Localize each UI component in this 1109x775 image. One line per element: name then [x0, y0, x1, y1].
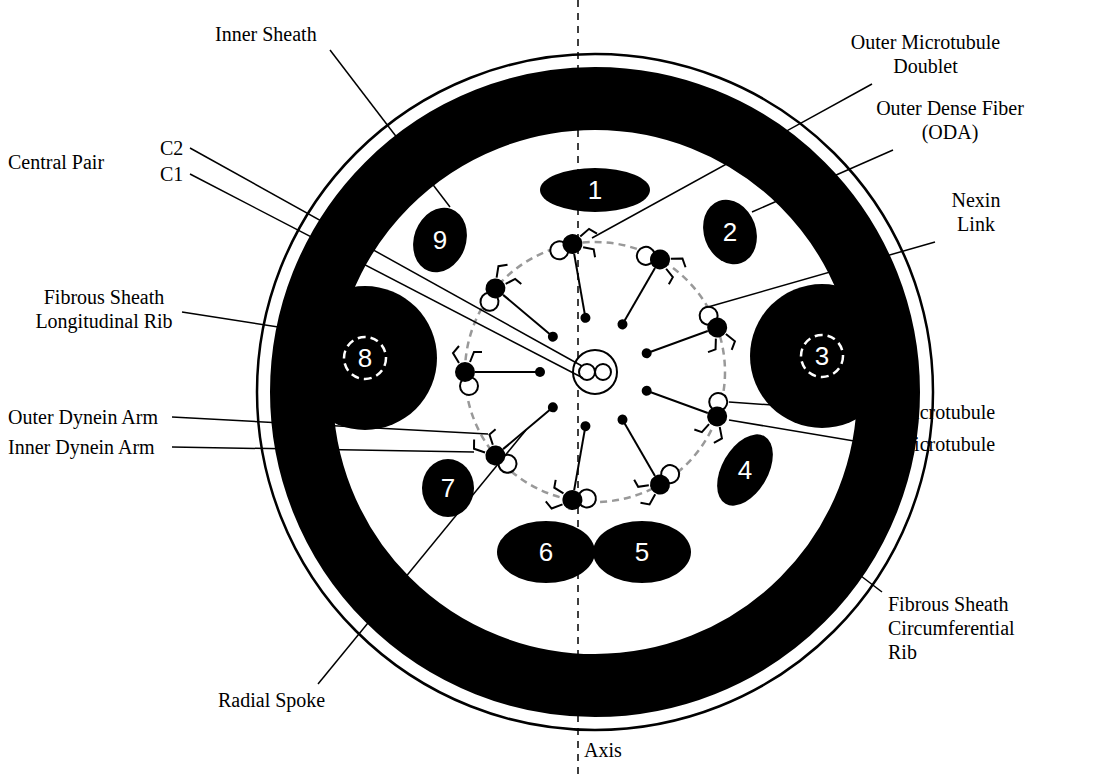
longitudinal-rib: [293, 286, 437, 430]
part-label-box: C1: [160, 162, 183, 186]
fiber-shape: [593, 521, 691, 583]
leader-line: [729, 402, 872, 412]
outer-dense-fiber: 9: [413, 206, 467, 274]
part-label-box: Nexin Link: [940, 188, 1012, 236]
part-label-box: Fibrous Sheath Longitudinal Rib: [28, 285, 180, 333]
fiber-shape: [422, 459, 474, 517]
microtubule-doublet: [471, 261, 573, 358]
part-label-box: B Microtubule: [878, 400, 995, 424]
leader-lines: [172, 50, 935, 684]
fiber-shape: [404, 200, 475, 280]
microtubule-doublet: [634, 302, 737, 380]
callout-number: 9: [433, 227, 447, 253]
callout-number: 5: [635, 539, 649, 565]
fiber-shape: [497, 521, 595, 583]
outer-dense-fiber: 3: [800, 334, 844, 378]
part-label: C1: [160, 163, 183, 185]
fiber-shape: [694, 192, 765, 272]
microtubule-doublet: [597, 404, 685, 508]
callout-number: 6: [539, 539, 553, 565]
microtubule-doublet: [548, 228, 612, 327]
part-label: Fibrous Sheath Circumferential Rib: [888, 593, 1015, 663]
leader-line: [172, 447, 474, 452]
microtubule-doublet: [470, 384, 572, 481]
leader-line: [182, 312, 330, 335]
part-label: C2: [160, 137, 183, 159]
outer-dense-fiber: 2: [703, 198, 757, 266]
callout-number: 3: [815, 343, 829, 369]
leader-line: [318, 430, 526, 684]
outer-dense-fiber: 4: [721, 430, 769, 510]
part-label-box: Inner Dynein Arm: [8, 435, 155, 459]
microtubule-doublet: [545, 417, 609, 516]
leader-line: [190, 148, 582, 366]
callout-number: 7: [441, 475, 455, 501]
outer-dense-fiber: 6: [496, 520, 596, 584]
leader-line: [172, 417, 488, 434]
fiber-shape: [344, 337, 386, 379]
part-label-box: Central Pair: [8, 150, 104, 174]
microtubule-doublet: [453, 346, 545, 395]
central-sheath: [573, 350, 617, 394]
leader-line: [840, 560, 882, 592]
leader-line: [190, 174, 583, 378]
part-label: Nexin Link: [952, 189, 1001, 235]
outer-dense-fiber: 8: [343, 336, 387, 380]
part-label: A Microtubule: [878, 433, 995, 455]
part-label: Fibrous Sheath Longitudinal Rib: [35, 286, 172, 332]
microtubule-doublet: [633, 367, 736, 445]
part-label-box: C2: [160, 136, 183, 160]
part-label: Outer Dense Fiber (ODA): [876, 97, 1024, 143]
microtubule-doublet: [600, 238, 688, 342]
outer-dense-fiber: 5: [592, 520, 692, 584]
part-label: Inner Dynein Arm: [8, 436, 155, 458]
part-label: Outer Microtubule Doublet: [851, 31, 1000, 77]
part-label: Axis: [584, 739, 622, 761]
part-label-box: A Microtubule: [878, 432, 995, 456]
part-label-box: Axis: [584, 738, 622, 762]
longitudinal-rib: [750, 284, 894, 428]
part-label-box: Outer Microtubule Doublet: [838, 30, 1013, 78]
fiber-shape: [540, 168, 650, 212]
outer-dense-fiber: 1: [539, 167, 651, 213]
outer-membrane: [257, 54, 933, 730]
fiber-shape: [706, 425, 785, 516]
fiber-shape: [801, 335, 843, 377]
part-label-box: Outer Dynein Arm: [8, 405, 158, 429]
part-label: Radial Spoke: [218, 689, 325, 711]
outer-dense-fiber: 7: [421, 458, 475, 518]
callout-number: 1: [588, 177, 602, 203]
central-microtubule: [595, 364, 611, 380]
callout-number: 8: [358, 345, 372, 371]
leader-line: [752, 150, 893, 212]
part-label: B Microtubule: [878, 401, 995, 423]
part-label: Central Pair: [8, 151, 104, 173]
callout-number: 2: [723, 219, 737, 245]
part-label-box: Inner Sheath: [215, 22, 317, 46]
part-label: Outer Dynein Arm: [8, 406, 158, 428]
callout-number: 4: [738, 457, 752, 483]
leader-line: [330, 50, 450, 207]
part-label-box: Outer Dense Fiber (ODA): [870, 96, 1030, 144]
part-label-box: Fibrous Sheath Circumferential Rib: [888, 592, 1030, 664]
part-label: Inner Sheath: [215, 23, 317, 45]
part-label-box: Radial Spoke: [218, 688, 325, 712]
